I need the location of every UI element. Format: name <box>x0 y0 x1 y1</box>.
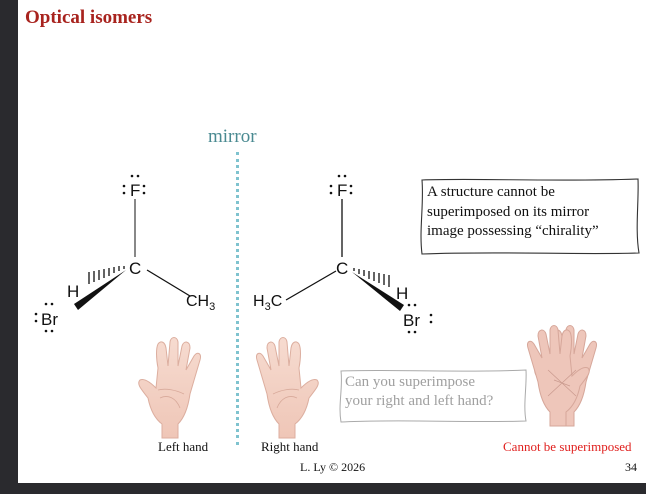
right-hand-label: Right hand <box>261 439 319 454</box>
left-f-atom: F <box>130 181 140 200</box>
cannot-superimpose-label: Cannot be superimposed <box>503 439 632 454</box>
right-f-atom: F <box>337 181 347 200</box>
left-c-atom: C <box>129 259 141 278</box>
right-hand-illustration <box>256 337 319 439</box>
right-h-atom: H <box>396 284 408 303</box>
chirality-callout: A structure cannot be superimposed on it… <box>421 179 637 253</box>
right-c-atom: C <box>336 259 348 278</box>
question-callout-border <box>339 369 527 423</box>
page-number: 34 <box>625 460 637 474</box>
right-molecule: F C H3C H Br <box>253 174 433 334</box>
slide: Optical isomers mirror F C CH3 <box>18 0 646 483</box>
footer-copyright: L. Ly © 2026 <box>300 460 366 474</box>
left-molecule: F C CH3 H Br <box>34 174 215 333</box>
chirality-callout-line-1: A structure cannot be <box>427 184 555 200</box>
right-h3c-group: H3C <box>253 293 282 313</box>
left-hand-label: Left hand <box>158 439 209 454</box>
left-ch3-group: CH3 <box>186 293 215 313</box>
slide-title: Optical isomers <box>25 7 153 28</box>
chirality-callout-border <box>420 178 640 255</box>
chirality-callout-line-3: image possessing “chirality” <box>427 223 599 239</box>
structures-canvas: F C CH3 H Br <box>34 174 640 439</box>
overlaid-hands-illustration <box>527 325 597 427</box>
left-h-atom: H <box>67 282 79 301</box>
mirror-line <box>236 152 239 445</box>
left-br-atom: Br <box>41 310 58 329</box>
question-callout-line-1: Can you superimpose <box>345 374 475 390</box>
mirror-label: mirror <box>208 126 257 147</box>
question-callout: Can you superimpose your right and left … <box>340 370 526 422</box>
left-hand-illustration <box>138 337 201 439</box>
question-callout-line-2: your right and left hand? <box>345 393 494 409</box>
chirality-callout-line-2: superimposed on its mirror <box>427 203 590 220</box>
right-br-atom: Br <box>403 311 420 330</box>
